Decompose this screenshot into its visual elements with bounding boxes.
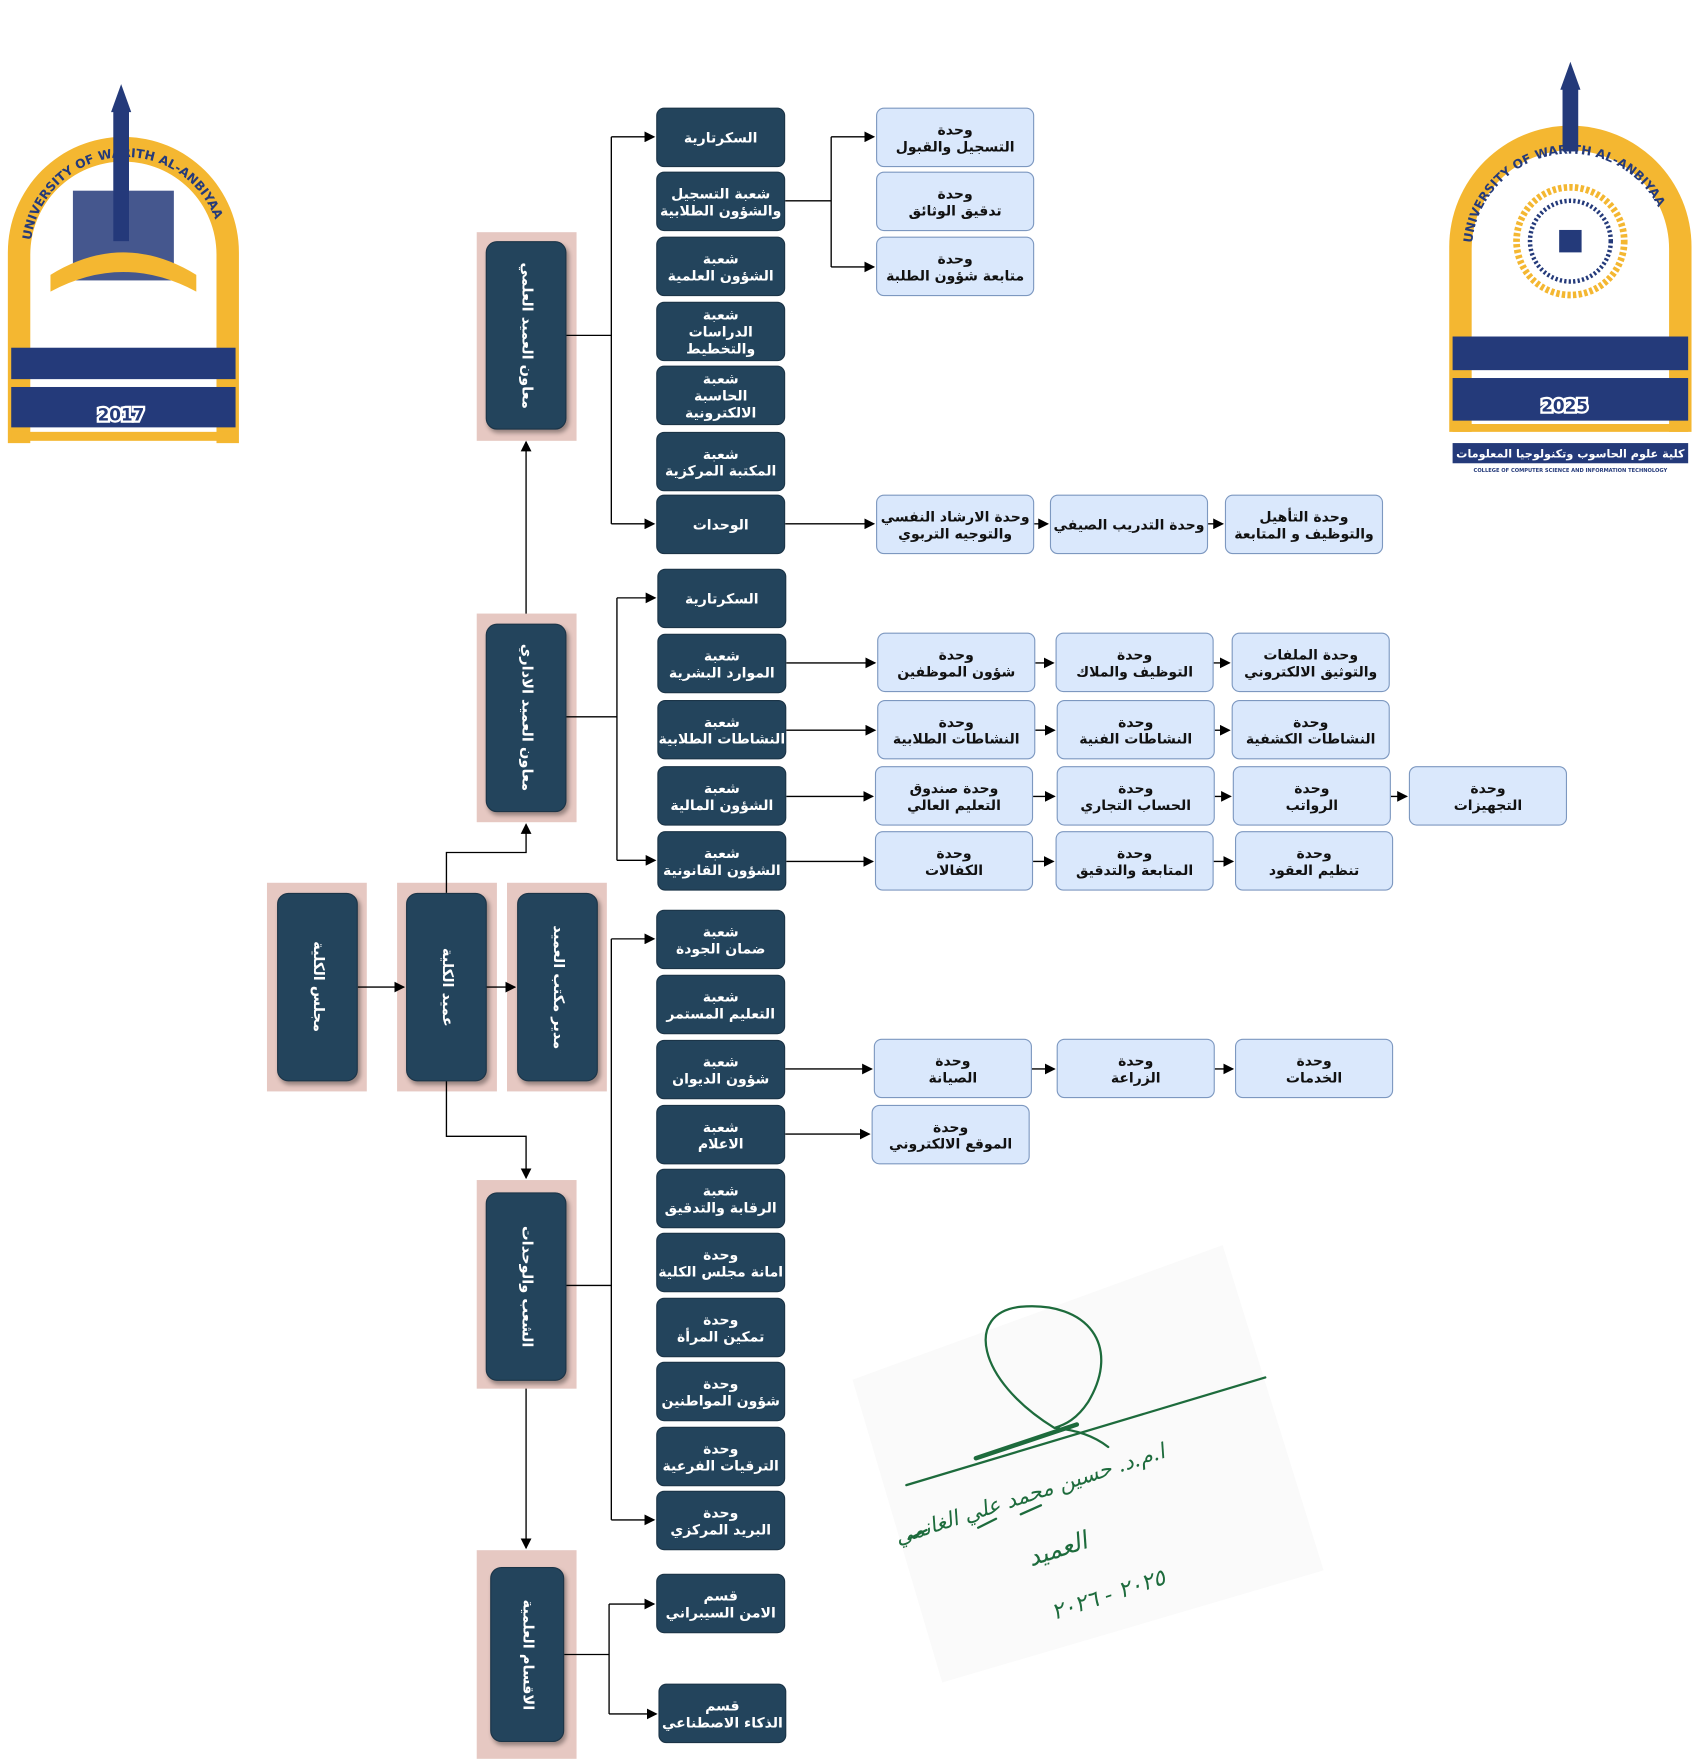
sci-unit-box[interactable]: وحدة التدريب الصيفي [1049, 494, 1209, 555]
sci-registration-unit-box[interactable]: وحدة متابعة شؤون الطلبة [876, 236, 1035, 297]
admin-unit-box[interactable]: وحدة التوظيف والملاك [1055, 632, 1214, 693]
admin-unit-box[interactable]: وحدة شؤون الموظفين [877, 632, 1036, 693]
section-item-box[interactable]: شعبة ضمان الجودة [656, 909, 786, 970]
section-item-box[interactable]: وحدة تمكين المرأة [656, 1297, 786, 1358]
svg-text:COLLEGE OF COMPUTER SCIENCE AN: COLLEGE OF COMPUTER SCIENCE AND INFORMAT… [1474, 468, 1668, 474]
section-item-box[interactable]: شعبة شؤون الديوان [656, 1039, 786, 1100]
sci-registration-unit-box[interactable]: وحدة التسجيل والقبول [876, 107, 1035, 168]
admin-unit-box[interactable]: وحدة الكفالات [874, 831, 1034, 891]
department-box[interactable]: قسم الذكاء الاصطناعي [658, 1683, 787, 1744]
svg-text:كلية علوم الحاسوب وتكنولوجيا ا: كلية علوم الحاسوب وتكنولوجيا المعلومات [1456, 448, 1685, 461]
section-item-box[interactable]: وحدة الترقيات الفرعية [656, 1426, 786, 1487]
section-item-box[interactable]: وحدة البريد المركزي [656, 1490, 786, 1551]
media-unit-box[interactable]: وحدة الموقع الالكتروني [871, 1104, 1030, 1165]
admin-unit-box[interactable]: وحدة النشاطات الفنية [1056, 699, 1215, 760]
sci-unit-box[interactable]: وحدة التأهيل والتوظيف و المتابعة [1224, 494, 1384, 555]
admin-unit-box[interactable]: وحدة النشاطات الكشفية [1231, 699, 1390, 760]
admin-unit-box[interactable]: وحدة تنظيم العقود [1234, 831, 1394, 891]
section-item-box[interactable]: شعبة الرقابة والتدقيق [656, 1168, 786, 1229]
sci-division-box[interactable]: الوحدات [656, 494, 786, 555]
diwan-unit-box[interactable]: وحدة الخدمات [1234, 1038, 1394, 1099]
sci-division-box[interactable]: شعبة الحاسبة الالكترونية [656, 365, 786, 426]
departments-box[interactable]: الاقسام العلمية [490, 1567, 565, 1743]
sci-unit-box[interactable]: وحدة الارشاد النفسي والتوجيه التربوي [876, 494, 1035, 555]
dean-box[interactable]: عميد الكلية [406, 892, 487, 1082]
office-manager-box[interactable]: مدير مكتب العميد [517, 892, 598, 1082]
college-logo-2025: UNIVERSITY OF WARITH AL-ANBIYAA 2025 كلي… [1449, 61, 1692, 474]
svg-text:2025: 2025 [1541, 396, 1588, 416]
admin-unit-box[interactable]: وحدة الملفات والتوثيق الالكتروني [1231, 632, 1390, 693]
college-council-box[interactable]: مجلس الكلية [277, 892, 358, 1082]
sci-division-box[interactable]: شعبة الشؤون العلمية [656, 236, 786, 297]
dean-signature: ا.م.د. حسين محمد علي الغانمي العميد ٢٠٢٥… [852, 1245, 1324, 1683]
university-logo-2017: UNIVERSITY OF WARITH AL-ANBIYAA 2017 [7, 84, 239, 444]
diwan-unit-box[interactable]: وحدة الزراعة [1056, 1038, 1215, 1099]
sci-division-box[interactable]: شعبة الدراسات والتخطيط [656, 301, 786, 362]
admin-division-box[interactable]: شعبة الشؤون المالية [657, 766, 787, 826]
admin-division-box[interactable]: شعبة الموارد البشرية [657, 633, 787, 694]
admin-division-box[interactable]: شعبة النشاطات الطلابية [657, 699, 787, 760]
admin-assistant-box[interactable]: معاون العميد الاداري [485, 623, 567, 813]
admin-division-box[interactable]: شعبة الشؤون القانونية [657, 831, 787, 891]
section-item-box[interactable]: وحدة امانة مجلس الكلية [656, 1232, 786, 1293]
sci-division-box[interactable]: شعبة المكتبة المركزية [656, 431, 786, 492]
department-box[interactable]: قسم الامن السيبراني [656, 1573, 786, 1634]
section-item-box[interactable]: شعبة الاعلام [656, 1104, 786, 1165]
connector-arrow [445, 823, 532, 893]
sci-registration-unit-box[interactable]: وحدة تدقيق الوثائق [876, 171, 1035, 232]
diwan-unit-box[interactable]: وحدة الصيانة [873, 1038, 1032, 1099]
admin-division-box[interactable]: السكرتارية [657, 568, 787, 629]
sci-division-box[interactable]: شعبة التسجيل والشؤون الطلابية [656, 171, 786, 232]
sections-units-box[interactable]: الشعب والوحدات [485, 1192, 567, 1381]
svg-text:2017: 2017 [98, 405, 145, 425]
admin-unit-box[interactable]: وحدة النشاطات الطلابية [877, 699, 1036, 760]
admin-unit-box[interactable]: وحدة المتابعة والتدقيق [1055, 831, 1214, 891]
admin-unit-box[interactable]: وحدة الرواتب [1232, 766, 1391, 826]
section-item-box[interactable]: وحدة شؤون المواطنين [656, 1361, 786, 1422]
scientific-assistant-box[interactable]: معاون العميد العلمي [485, 241, 567, 430]
admin-unit-box[interactable]: وحدة الحساب التجاري [1056, 766, 1215, 826]
connector-arrow [445, 1080, 532, 1180]
admin-unit-box[interactable]: وحدة التجهيزات [1408, 766, 1568, 826]
section-item-box[interactable]: شعبة التعليم المستمر [656, 974, 786, 1035]
admin-unit-box[interactable]: وحدة صندوق التعليم العالي [874, 766, 1034, 826]
sci-division-box[interactable]: السكرتارية [656, 107, 786, 168]
